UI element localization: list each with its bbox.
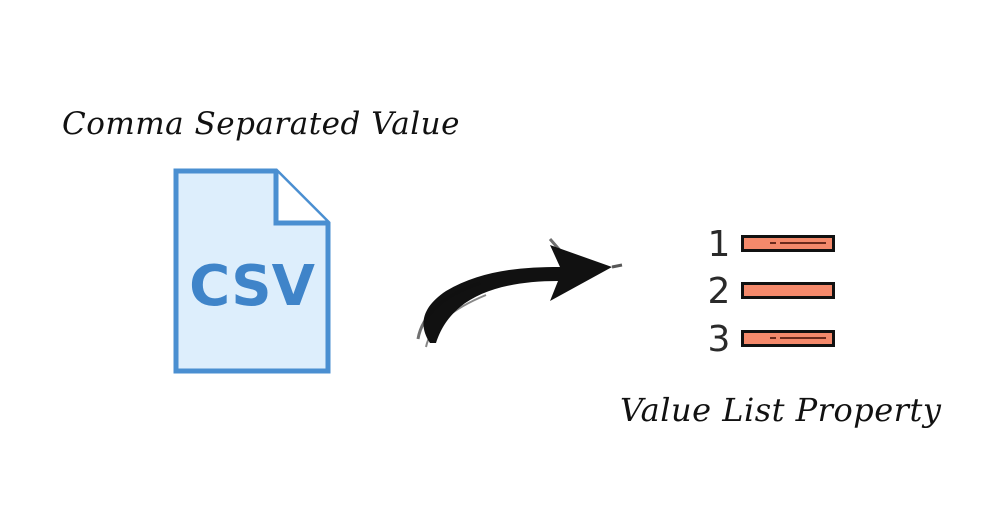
curved-arrow-icon [416,238,623,348]
csv-file-icon: CSV [173,168,331,374]
source-caption: Comma Separated Value [62,106,460,142]
list-item: 3 [702,320,852,360]
target-caption: Value List Property [620,391,942,429]
list-item: 1 [702,225,852,265]
list-number: 2 [707,271,731,312]
list-bar [741,282,835,299]
list-number: 3 [707,319,731,360]
list-bar [741,235,835,252]
list-bar [741,330,835,347]
csv-file-label: CSV [189,254,315,319]
list-number: 1 [707,224,731,265]
list-item: 2 [702,272,852,312]
